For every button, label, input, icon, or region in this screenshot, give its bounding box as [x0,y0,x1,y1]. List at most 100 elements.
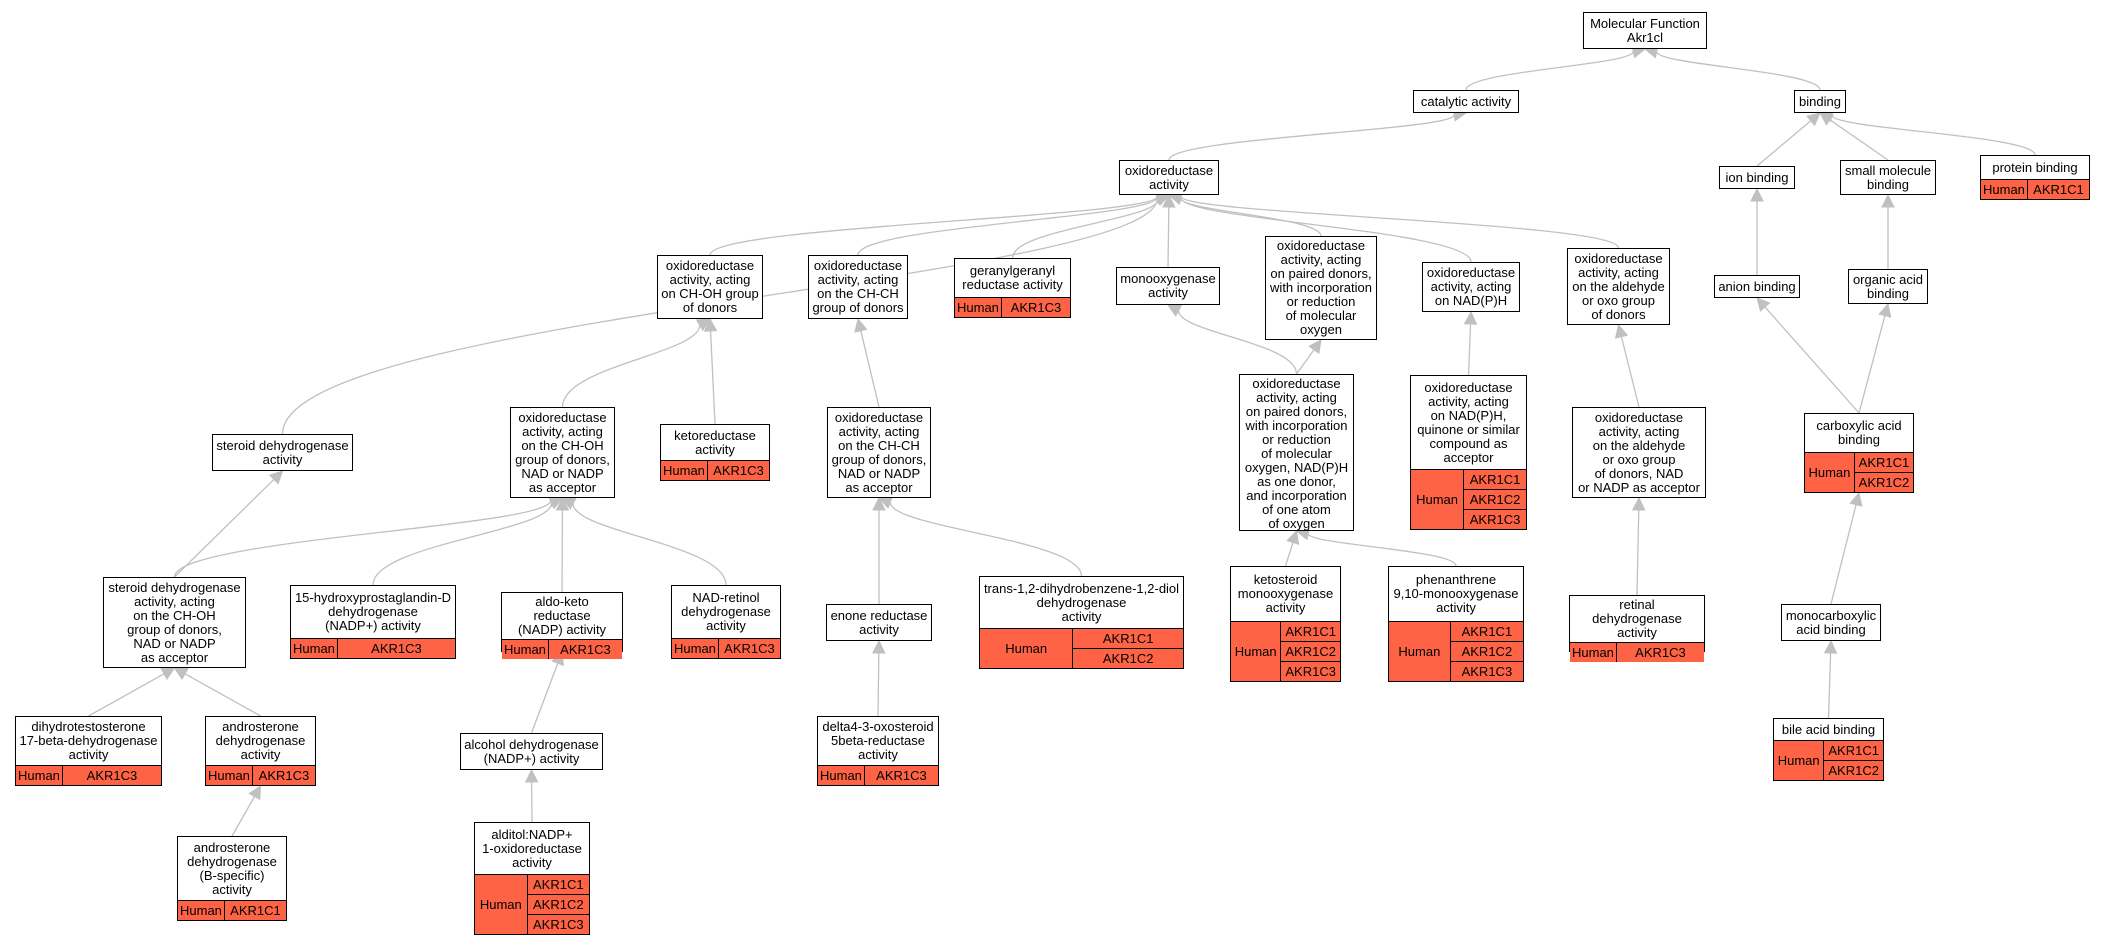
edge-pairednad-to-mono [1177,310,1298,375]
go-term-node-enone-reductase-activity[interactable]: enone reductase activity [826,604,932,641]
go-term-node-oxidoreductase-activity-acting-on-ch-oh-[interactable]: oxidoreductase activity, acting on CH-OH… [657,255,763,319]
go-term-label: small molecule binding [1845,162,1931,192]
edge-arrowhead [268,470,284,485]
edge-arrowhead [1286,529,1300,545]
go-term-label: steroid dehydrogenase activity [216,437,349,467]
go-term-node-oxidoreductase-activity-acting-on-the-ch[interactable]: oxidoreductase activity, acting on the C… [827,407,931,498]
go-term-label: protein binding [1992,159,2078,175]
go-term-node-dihydrotestosterone-17-beta-dehydrogenas[interactable]: dihydrotestosterone 17-beta-dehydrogenas… [15,716,162,786]
go-term-label: Molecular Function Akr1cl [1590,15,1700,45]
go-term-label: trans-1,2-dihydrobenzene-1,2-diol dehydr… [983,580,1180,624]
go-term-node-monooxygenase-activity[interactable]: monooxygenase activity [1116,267,1220,305]
go-term-node-molecular-function-akr1cl[interactable]: Molecular Function Akr1cl [1583,12,1707,49]
edge-bile-to-monocarb [1827,652,1832,719]
go-term-node-ion-binding[interactable]: ion binding [1719,166,1795,189]
species-cell: Human [1774,740,1825,780]
edge-chchd-to-oxr [857,196,1158,256]
go-term-node-androsterone-dehydrogenase-b-specific-ac[interactable]: androsterone dehydrogenase (B-specific) … [177,836,287,921]
gene-cell: AKR1C3 [337,638,455,658]
go-term-label: androsterone dehydrogenase (B-specific) … [187,839,277,897]
edge-retdh-to-aldnad [1636,509,1640,596]
go-term-node-binding[interactable]: binding [1794,90,1846,113]
go-term-node-oxidoreductase-activity-acting-on-nad-p-[interactable]: oxidoreductase activity, acting on NAD(P… [1422,262,1520,312]
go-term-node-small-molecule-binding[interactable]: small molecule binding [1840,160,1936,195]
edge-chohd-to-oxr [709,195,1158,256]
go-term-node-oxidoreductase-activity-acting-on-paired[interactable]: oxidoreductase activity, acting on paire… [1265,236,1377,340]
go-term-label: bile acid binding [1781,721,1876,737]
gene-cell: AKR1C3 [252,765,315,785]
gene-cell: AKR1C3 [864,765,938,785]
go-term-label: oxidoreductase activity, acting on the C… [812,258,904,315]
go-term-node-oxidoreductase-activity-acting-on-nad-p-[interactable]: oxidoreductase activity, acting on NAD(P… [1410,375,1527,530]
edge-arrowhead [1823,639,1838,654]
go-term-label: retinal dehydrogenase activity [1592,597,1682,640]
go-term-node-15-hydroxyprostaglandin-d-dehydrogenase-[interactable]: 15-hydroxyprostaglandin-D dehydrogenase … [290,585,456,659]
go-term-node-alcohol-dehydrogenase-nadp-activity[interactable]: alcohol dehydrogenase (NADP+) activity [460,733,603,770]
go-term-node-steroid-dehydrogenase-activity[interactable]: steroid dehydrogenase activity [212,434,353,471]
go-term-node-trans-1-2-dihydrobenzene-1-2-diol-dehydr[interactable]: trans-1,2-dihydrobenzene-1,2-diol dehydr… [979,576,1184,669]
species-cell: Human [291,638,338,658]
edge-aldnad-to-ald [1620,336,1640,408]
go-term-node-oxidoreductase-activity-acting-on-paired[interactable]: oxidoreductase activity, acting on paire… [1239,374,1354,531]
go-term-node-steroid-dehydrogenase-activity-acting-on[interactable]: steroid dehydrogenase activity, acting o… [103,577,246,668]
edge-keto-to-chohd [709,330,716,425]
edge-arrowhead [1631,496,1646,511]
go-term-label: oxidoreductase activity, acting on NAD(P… [1417,379,1520,465]
edge-arrowhead [1756,297,1771,312]
edge-arrowhead [160,667,176,681]
go-term-node-organic-acid-binding[interactable]: organic acid binding [1848,269,1928,304]
edge-dht-to-sdhnad [88,673,165,717]
go-term-label: oxidoreductase activity, acting on the C… [515,409,610,495]
edge-arrowhead [173,667,189,681]
go-term-node-oxidoreductase-activity-acting-on-the-ch[interactable]: oxidoreductase activity, acting on the C… [510,407,615,498]
go-term-label: aldo-keto reductase (NADP) activity [517,594,607,637]
go-term-node-delta4-3-oxosteroid-5beta-reductase-acti[interactable]: delta4-3-oxosteroid 5beta-reductase acti… [817,716,939,786]
go-term-node-anion-binding[interactable]: anion binding [1714,275,1800,298]
species-cell: Human [980,628,1074,668]
go-term-label: NAD-retinol dehydrogenase activity [681,590,771,633]
go-term-node-phenanthrene-9-10-monooxygenase-activity[interactable]: phenanthrene 9,10-monooxygenase activity… [1388,566,1524,682]
go-term-label: binding [1799,93,1841,109]
go-term-node-oxidoreductase-activity-acting-on-the-al[interactable]: oxidoreductase activity, acting on the a… [1567,248,1670,325]
go-term-label: geranylgeranyl reductase activity [962,263,1063,292]
species-cell: Human [1389,621,1451,681]
go-term-label: oxidoreductase activity [1124,162,1214,192]
go-term-node-oxidoreductase-activity-acting-on-the-ch[interactable]: oxidoreductase activity, acting on the C… [808,255,908,319]
gene-cell: AKR1C3 [527,914,589,934]
go-term-node-catalytic-activity[interactable]: catalytic activity [1413,90,1519,113]
species-cell: Human [672,638,719,658]
gene-cell: AKR1C3 [1280,661,1340,681]
edge-arrowhead [854,317,868,333]
edge-arrowhead [524,768,539,783]
go-term-node-monocarboxylic-acid-binding[interactable]: monocarboxylic acid binding [1781,604,1881,641]
gene-cell: AKR1C3 [548,639,622,659]
edge-pgd-to-chohnad [372,502,553,586]
edge-ggr-to-oxr [1011,199,1159,259]
species-cell: Human [1981,179,2028,199]
edge-andro-to-sdhnad [184,673,261,717]
go-term-node-oxidoreductase-activity[interactable]: oxidoreductase activity [1119,160,1219,195]
species-cell: Human [16,765,63,785]
species-cell: Human [955,297,1002,317]
go-term-node-oxidoreductase-activity-acting-on-the-al[interactable]: oxidoreductase activity, acting on the a… [1572,407,1706,498]
go-term-label: alditol:NADP+ 1-oxidoreductase activity [482,826,582,870]
